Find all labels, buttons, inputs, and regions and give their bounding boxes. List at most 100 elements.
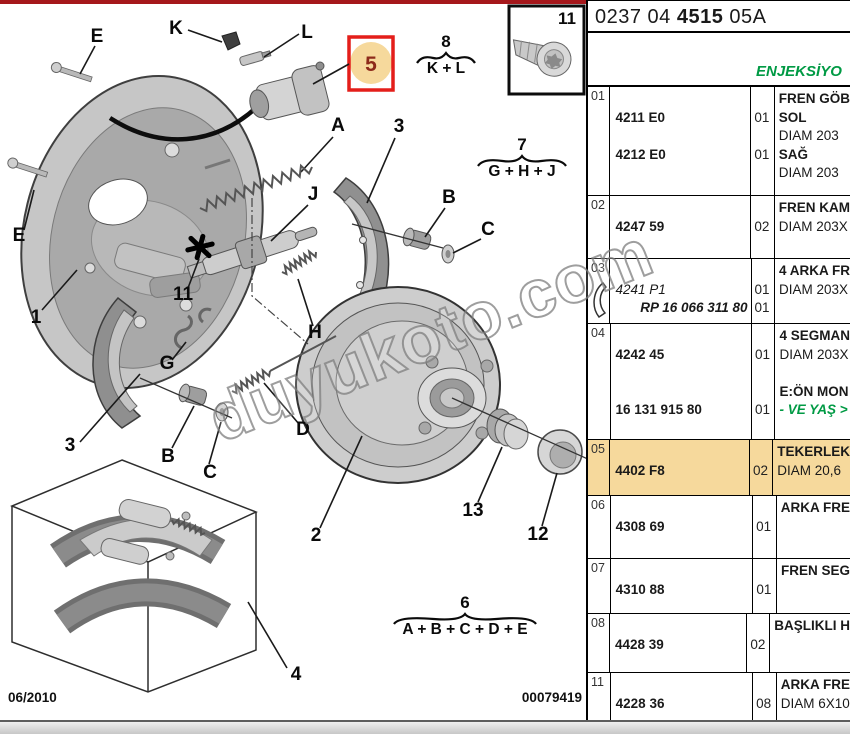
diagram-label-j: J [308,184,319,205]
group-formula-8: K + L [427,60,465,77]
diagram-label-e-left: E [13,225,26,246]
inset-screw-box: 11 [507,4,586,96]
leader-line [247,601,288,669]
ref-cell: 05 [588,440,611,495]
leader-line [477,446,503,503]
diagram-label-l: L [301,22,313,43]
torx-screw-icon [512,39,572,77]
ref-cell: 07 [588,559,611,613]
diagram-label-three-upper: 3 [394,116,405,137]
return-spring [281,248,317,276]
ref-cell: 06 [588,496,611,558]
part-number-cell: 4428 39 [610,614,748,672]
part-number-cell: 4310 88 [611,559,754,613]
leader-line [319,435,363,529]
dust-cap [537,429,583,475]
group-number-6: 6 [460,593,469,612]
top-accent-bar [0,0,586,4]
quantity-cell: 01 [753,559,777,613]
leader-line [208,421,222,465]
leader-line [312,63,350,85]
description-cell: BAŞLIKLI H [774,618,850,633]
diagram-label-d: D [296,419,310,440]
brake-drum [295,286,501,484]
diagram-label-g: G [160,353,175,374]
leader-line [424,207,446,238]
leader-line [79,45,96,75]
bleed-port [315,61,325,71]
leader-line [270,204,309,242]
leader-line [263,33,300,58]
doc-number-post: 05A [723,6,767,28]
ref-cell: 01 [588,87,611,195]
leader-line [452,238,482,254]
part-number-cell: 4228 36 [611,673,754,720]
diagram-label-b-lower: B [161,446,175,467]
ref-cell: 08 [588,614,610,672]
part-number-cell: 4242 45 16 131 915 80 [611,324,752,439]
diagram-label-eleven-star: 11 [173,284,194,305]
brake-shoe-lower [92,296,142,429]
ref-cell: 11 [588,673,611,720]
engine-variant-note: ENJEKSİYO [756,63,842,80]
assembly-axis-lines [139,223,586,459]
star-marker-11 [185,233,215,261]
diagram-label-four: 4 [291,664,302,685]
pin-B-lower [178,383,208,406]
retainer-clip-G [174,314,193,350]
bolt-E-left [7,157,49,178]
spring-rod [269,335,337,372]
diagram-label-a: A [331,115,345,136]
revision-date: 06/2010 [8,690,57,705]
alignment-dash-line [251,198,309,345]
quantity-cell: 08 [753,673,777,720]
return-spring [171,517,206,537]
ref-cell: 03 [588,259,611,323]
group-formula-7: G + H + J [488,163,555,180]
parts-table: 0237 04 4515 05A ENJEKSİYO 01 4211 E0 42… [586,0,850,720]
description-cell: ARKA FRE [780,500,850,515]
leader-line [263,382,300,425]
group-formula-6: A + B + C + D + E [402,621,527,638]
diagram-label-thirteen: 13 [462,500,483,521]
leader-line [541,472,558,527]
doc-number-pre: 0237 04 [595,6,677,28]
bleed-screw-L [239,50,272,66]
document-number: 0237 04 4515 05A [588,1,850,33]
wheel-cylinder [249,65,330,121]
header-band: ENJEKSİYO [588,33,850,87]
leader-line [171,405,195,449]
diagram-label-twelve: 12 [527,524,548,545]
description-cell: FREN SEG [780,563,850,578]
bolt-E-top [50,61,93,83]
leader-line [171,341,187,361]
group-number-7: 7 [517,135,526,154]
diagram-label-b-upper: B [442,187,456,208]
group-formulas: 8K + L7G + H + J6A + B + C + D + E [393,32,567,638]
group-brace [416,51,476,64]
quantity-cell: 01 01 [752,324,776,439]
bleed-cap-K [221,31,241,51]
adjuster-assembly [186,226,318,279]
diagram-label-one: 1 [31,307,42,328]
leader-lines [23,29,558,669]
diagram-label-c-lower: C [203,462,217,483]
window-bottom-edge [0,720,850,734]
selected-part-highlight[interactable]: 5 [347,35,395,92]
